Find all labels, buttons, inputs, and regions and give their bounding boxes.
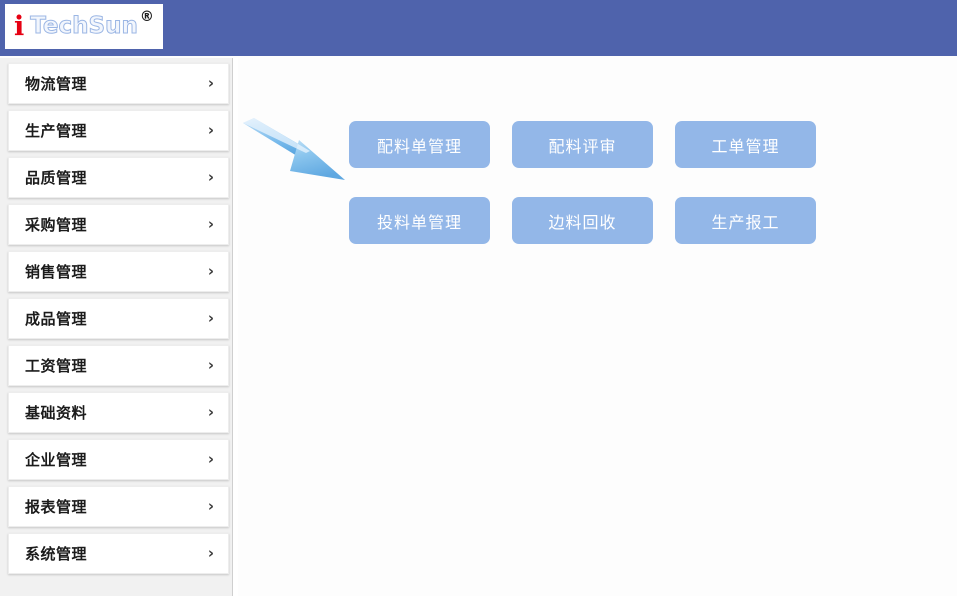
chevron-right-icon: › xyxy=(207,309,214,327)
sidebar-item-label: 基础资料 xyxy=(25,404,88,422)
sidebar-item-production[interactable]: 生产管理 › xyxy=(8,110,229,151)
module-tile-row: 配料单管理 配料评审 工单管理 xyxy=(349,121,838,168)
sidebar-item-label: 销售管理 xyxy=(25,263,88,281)
tile-label: 工单管理 xyxy=(711,136,780,156)
chevron-right-icon: › xyxy=(207,497,214,515)
sidebar-item-payroll[interactable]: 工资管理 › xyxy=(8,345,229,386)
sidebar-item-label: 采购管理 xyxy=(25,216,88,234)
sidebar-item-finished-goods[interactable]: 成品管理 › xyxy=(8,298,229,339)
main-content: 配料单管理 配料评审 工单管理 投料单管理 边料回收 生产报工 xyxy=(239,58,957,596)
chevron-right-icon: › xyxy=(207,403,214,421)
sidebar-item-label: 报表管理 xyxy=(25,498,88,516)
tile-scrap-recycling[interactable]: 边料回收 xyxy=(512,197,653,244)
sidebar-item-label: 工资管理 xyxy=(25,357,88,375)
tile-bom-review[interactable]: 配料评审 xyxy=(512,121,653,168)
tile-bom-management[interactable]: 配料单管理 xyxy=(349,121,490,168)
sidebar-item-label: 生产管理 xyxy=(25,122,88,140)
chevron-right-icon: › xyxy=(207,74,214,92)
sidebar-item-label: 企业管理 xyxy=(25,451,88,469)
tile-material-issue-management[interactable]: 投料单管理 xyxy=(349,197,490,244)
sidebar-item-sales[interactable]: 销售管理 › xyxy=(8,251,229,292)
chevron-right-icon: › xyxy=(207,262,214,280)
logo-wordmark: TechSun xyxy=(30,13,139,39)
sidebar-item-list: 物流管理 › 生产管理 › 品质管理 › 采购管理 › 销售管理 › 成品管理 … xyxy=(0,58,237,574)
app-logo[interactable]: i TechSun ® xyxy=(5,4,163,49)
chevron-right-icon: › xyxy=(207,356,214,374)
tile-label: 边料回收 xyxy=(548,212,617,232)
tile-label: 投料单管理 xyxy=(376,212,462,232)
tile-label: 生产报工 xyxy=(711,212,780,232)
tile-work-order-management[interactable]: 工单管理 xyxy=(675,121,816,168)
chevron-right-icon: › xyxy=(207,168,214,186)
sidebar-nav[interactable]: 物流管理 › 生产管理 › 品质管理 › 采购管理 › 销售管理 › 成品管理 … xyxy=(0,58,238,596)
sidebar-item-label: 成品管理 xyxy=(25,310,88,328)
chevron-right-icon: › xyxy=(207,121,214,139)
module-tile-row: 投料单管理 边料回收 生产报工 xyxy=(349,197,838,244)
module-tile-grid: 配料单管理 配料评审 工单管理 投料单管理 边料回收 生产报工 xyxy=(349,121,838,273)
sidebar-item-enterprise[interactable]: 企业管理 › xyxy=(8,439,229,480)
sidebar-item-master-data[interactable]: 基础资料 › xyxy=(8,392,229,433)
chevron-right-icon: › xyxy=(207,544,214,562)
sidebar-item-label: 物流管理 xyxy=(25,75,88,93)
chevron-right-icon: › xyxy=(207,450,214,468)
registered-trademark-icon: ® xyxy=(139,9,154,25)
sidebar-item-purchasing[interactable]: 采购管理 › xyxy=(8,204,229,245)
sidebar-item-reports[interactable]: 报表管理 › xyxy=(8,486,229,527)
tile-production-reporting[interactable]: 生产报工 xyxy=(675,197,816,244)
logo-initial-icon: i xyxy=(14,11,25,42)
sidebar-scrollbar-track[interactable] xyxy=(232,58,238,596)
chevron-right-icon: › xyxy=(207,215,214,233)
sidebar-item-label: 品质管理 xyxy=(25,169,88,187)
sidebar-item-logistics[interactable]: 物流管理 › xyxy=(8,63,229,104)
app-header-bar: i TechSun ® xyxy=(0,0,957,56)
sidebar-item-quality[interactable]: 品质管理 › xyxy=(8,157,229,198)
tile-label: 配料评审 xyxy=(548,136,617,156)
sidebar-item-system[interactable]: 系统管理 › xyxy=(8,533,229,574)
tile-label: 配料单管理 xyxy=(376,136,462,156)
sidebar-item-label: 系统管理 xyxy=(25,545,88,563)
